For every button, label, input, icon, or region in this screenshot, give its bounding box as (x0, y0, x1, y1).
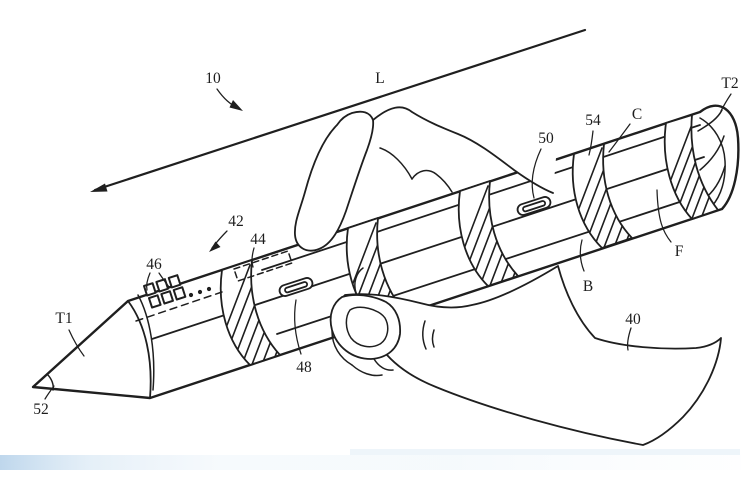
leader-54 (588, 130, 594, 156)
knuckle-creases (422, 320, 435, 350)
scan-artifact-streak (350, 449, 740, 455)
reference-leaders (44, 88, 732, 400)
flat-region-44-outline (233, 250, 293, 282)
contact-pads-46 (143, 274, 187, 309)
length-arrow (90, 28, 587, 192)
indicator-dots (188, 286, 212, 298)
length-arrow-head (90, 183, 108, 192)
leader-50 (531, 148, 542, 199)
label-52: 52 (33, 401, 49, 418)
hand-back-fill (373, 98, 556, 193)
leader-10-arrowhead (229, 100, 243, 111)
leader-44 (251, 247, 255, 268)
leader-40 (627, 327, 632, 351)
label-10: 10 (205, 70, 221, 87)
label-50: 50 (538, 130, 554, 147)
leader-48 (294, 299, 302, 355)
palm-wrist (337, 265, 722, 446)
leader-C (608, 123, 631, 153)
hand (294, 98, 722, 446)
leader-T2 (720, 93, 732, 112)
side-button-50 (516, 196, 552, 216)
leader-F (656, 189, 672, 243)
leader-42-arrowhead (209, 241, 221, 252)
curled-finger-bumps (331, 267, 394, 377)
nib-arc (46, 373, 54, 391)
label-48: 48 (296, 359, 312, 376)
label-T2: T2 (721, 75, 738, 92)
label-F: F (675, 243, 684, 260)
hand-back-outline (372, 106, 554, 194)
leader-52 (44, 385, 55, 400)
label-42: 42 (228, 213, 244, 230)
tip-cone-base-arc (127, 300, 152, 399)
length-arrow-line (93, 28, 587, 192)
leader-46b (158, 272, 170, 288)
scan-artifact-band (0, 455, 741, 470)
middle-finger-knuckles (379, 147, 453, 193)
side-button-48 (278, 277, 314, 297)
label-46: 46 (146, 256, 162, 273)
label-B: B (583, 278, 593, 295)
tip-cone-base-arc-2 (137, 294, 155, 391)
label-40: 40 (625, 311, 641, 328)
thumb-nail (345, 306, 389, 348)
label-T1: T1 (55, 310, 72, 327)
thumb (329, 294, 401, 360)
leader-46a (146, 272, 151, 291)
label-54: 54 (585, 112, 601, 129)
index-finger (294, 110, 375, 252)
reference-labels: 10 L T2 C 54 50 F B 40 42 44 46 T1 52 48 (33, 70, 738, 418)
stylus-silhouette (31, 104, 740, 400)
dashed-facet-line (135, 291, 223, 322)
label-44: 44 (250, 231, 266, 248)
leader-T1 (68, 329, 85, 357)
label-L: L (375, 70, 384, 87)
leader-B (579, 239, 585, 272)
label-C: C (632, 106, 642, 123)
